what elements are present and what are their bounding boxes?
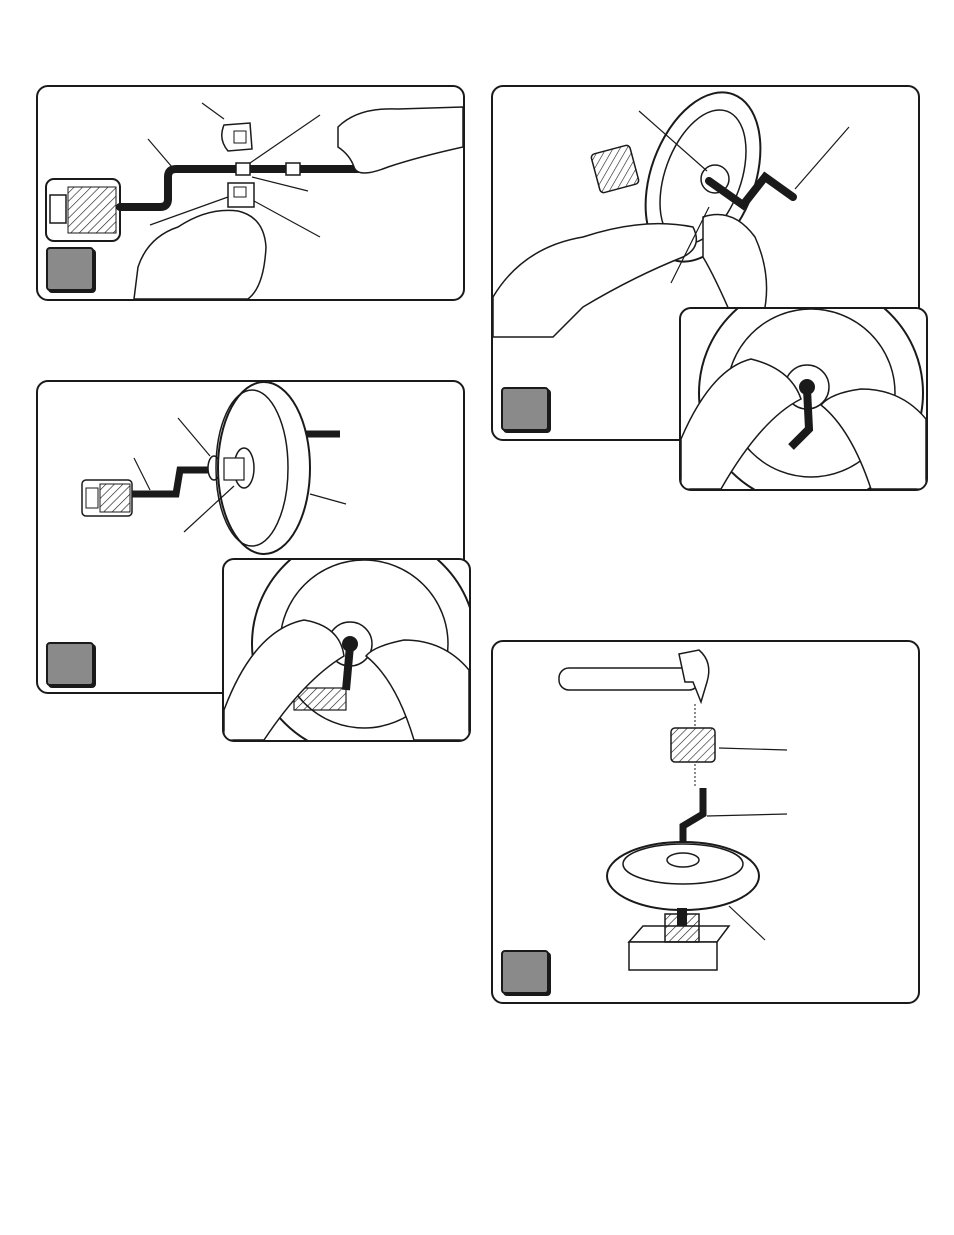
hammer — [559, 650, 709, 702]
figure-4-illustration — [493, 642, 918, 1002]
figure-3-inset — [222, 558, 471, 742]
figure-4-panel — [491, 640, 920, 1004]
wheel-pad — [82, 480, 132, 516]
wood-block — [629, 914, 729, 970]
figure-2-inset — [679, 307, 928, 491]
hand-right — [703, 215, 767, 320]
figure-3-inset-illustration — [224, 560, 469, 740]
clip-upper — [222, 123, 252, 151]
figure-2-inset-illustration — [681, 309, 926, 489]
clip-lower — [228, 183, 254, 207]
hubcap — [671, 728, 715, 762]
hand-right — [338, 107, 463, 173]
step-badge-4 — [501, 950, 549, 994]
figure-1-panel — [36, 85, 465, 301]
step-badge-2 — [501, 387, 549, 431]
wheel — [607, 842, 759, 910]
wheel-pad-left — [46, 179, 120, 241]
step-badge-3 — [46, 642, 94, 686]
step-badge-1 — [46, 247, 94, 291]
hand-left — [493, 224, 696, 337]
figure-1-illustration — [38, 87, 463, 299]
wheel — [216, 382, 310, 554]
